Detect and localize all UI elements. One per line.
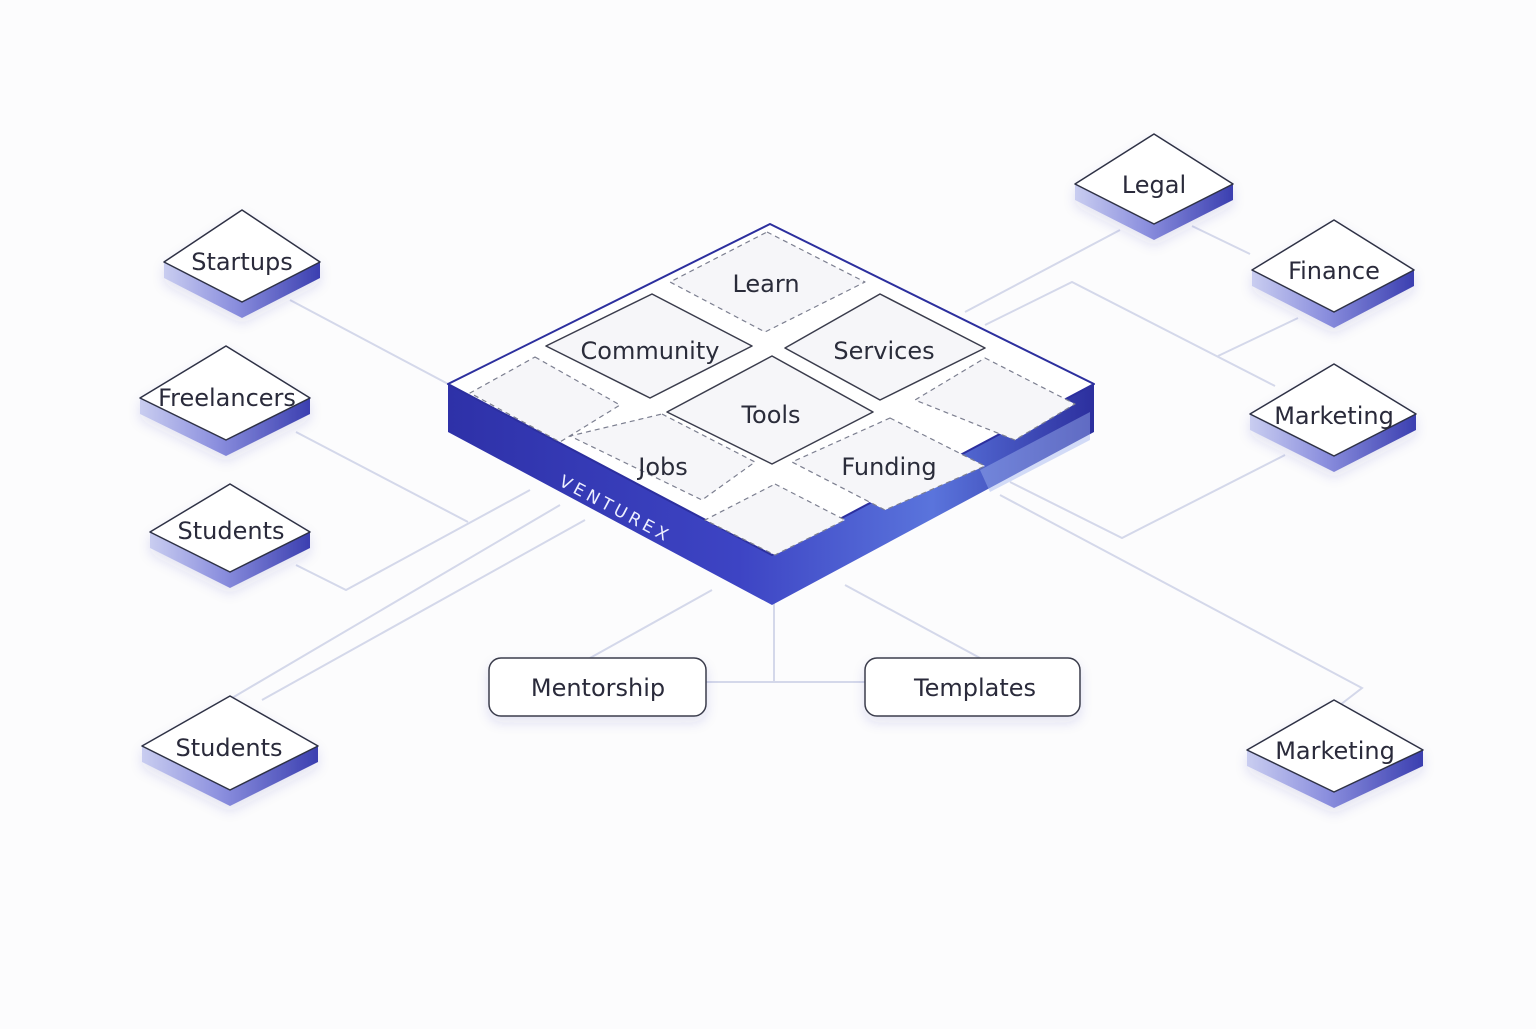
- tile-services-label: Services: [833, 337, 934, 365]
- connector-finance: [1217, 317, 1299, 357]
- tile-funding-label: Funding: [841, 453, 936, 481]
- connector-students-lower: [231, 504, 586, 701]
- node-students-upper-label: Students: [178, 517, 285, 545]
- node-students-lower-label: Students: [176, 734, 283, 762]
- node-freelancers-label: Freelancers: [158, 384, 296, 412]
- box-templates[interactable]: Templates: [864, 657, 1081, 717]
- tile-community-label: Community: [581, 337, 720, 365]
- node-startups-label: Startups: [191, 248, 293, 276]
- connector-marketing-upper-b: [1009, 454, 1286, 540]
- tile-jobs: [569, 413, 756, 501]
- connector-center: [705, 600, 866, 683]
- connector-startups: [289, 299, 451, 386]
- tile-community: [545, 293, 753, 399]
- connector-legal-finance: [1191, 225, 1251, 255]
- connector-mentorship: [589, 589, 713, 659]
- node-legal-label: Legal: [1122, 171, 1186, 199]
- node-marketing-upper[interactable]: Marketing: [1249, 363, 1417, 472]
- platform-shine: [980, 412, 1090, 492]
- tile-funding: [791, 417, 986, 511]
- tile-learn-label: Learn: [732, 270, 799, 298]
- node-finance-label: Finance: [1288, 257, 1380, 285]
- box-mentorship-label: Mentorship: [531, 674, 665, 702]
- connector-templates: [844, 584, 981, 659]
- node-students-upper[interactable]: Students: [149, 483, 311, 588]
- tile-services: [784, 293, 986, 401]
- node-startups[interactable]: Startups: [163, 209, 321, 318]
- node-finance[interactable]: Finance: [1251, 219, 1415, 328]
- connector-freelancers: [295, 431, 469, 523]
- tile-empty-right: [914, 357, 1076, 441]
- tile-tools-label: Tools: [740, 401, 800, 429]
- connector-lines: [231, 225, 1364, 706]
- node-marketing-lower[interactable]: Marketing: [1246, 699, 1424, 808]
- node-students-lower[interactable]: Students: [141, 695, 319, 806]
- tile-empty-bottom: [704, 483, 846, 556]
- connector-marketing-lower: [999, 494, 1364, 706]
- tile-learn: [669, 231, 866, 333]
- tile-empty-left: [469, 356, 621, 443]
- node-marketing-upper-label: Marketing: [1274, 402, 1394, 430]
- box-templates-label: Templates: [913, 674, 1036, 702]
- connector-legal: [964, 229, 1121, 313]
- node-legal[interactable]: Legal: [1074, 133, 1234, 240]
- box-mentorship[interactable]: Mentorship: [488, 657, 707, 717]
- node-marketing-lower-label: Marketing: [1275, 737, 1395, 765]
- tile-jobs-label: Jobs: [636, 453, 688, 481]
- connector-students-upper: [295, 489, 531, 592]
- node-freelancers[interactable]: Freelancers: [139, 345, 311, 456]
- platform-tiles: Learn Community Services Tools Jobs Fund…: [469, 231, 1076, 556]
- connector-marketing-upper: [984, 280, 1276, 387]
- tile-tools: [666, 355, 874, 465]
- platform-side: [448, 384, 1094, 605]
